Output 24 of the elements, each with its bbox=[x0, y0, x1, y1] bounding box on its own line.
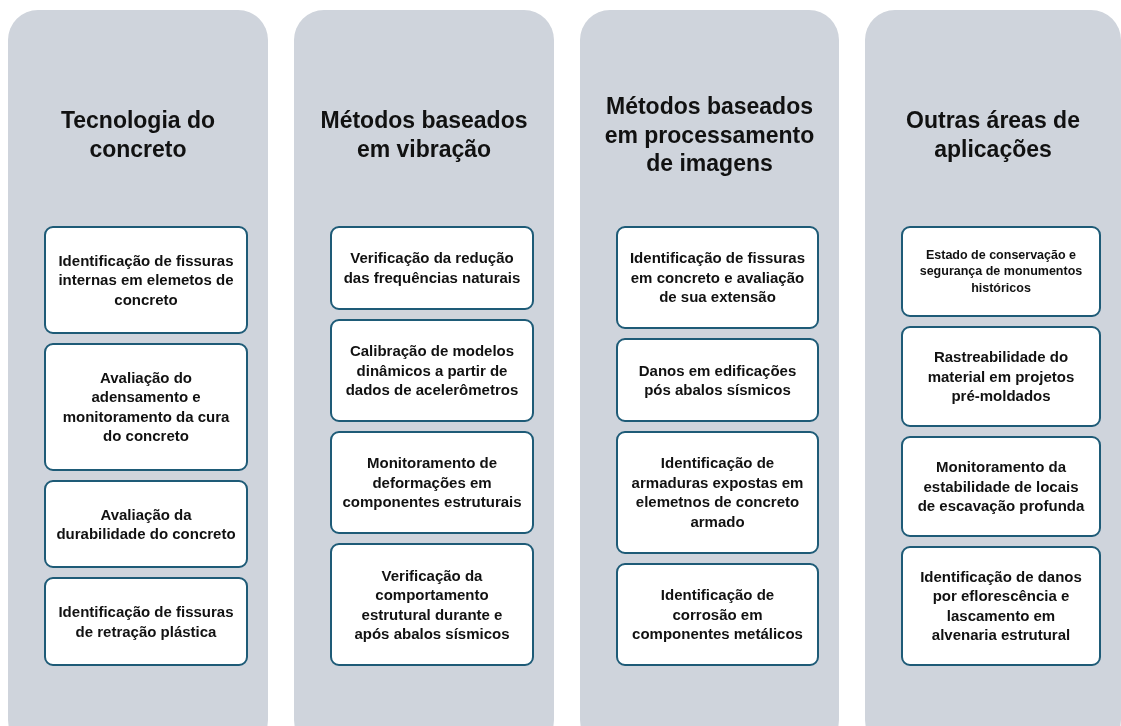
column-heading: Métodos baseados em processamento de imagens bbox=[603, 91, 816, 179]
item-box: Avaliação da durabilidade do concreto bbox=[44, 479, 248, 569]
item-box: Identificação de fissuras de retração plástica bbox=[44, 577, 248, 666]
item-box: Verificação da redução das frequências naturais bbox=[330, 226, 534, 310]
item-box: Verificação da comportamento estrutural durante e após abalos sísmicos bbox=[330, 543, 534, 666]
item-box: Identificação de corrosão em componentes metálicos bbox=[616, 562, 819, 666]
item-box: Identificação de danos por eflorescência e lascamento em alvenaria estrutural bbox=[901, 545, 1101, 666]
column-panel bbox=[8, 10, 268, 726]
item-box: Avaliação do adensamento e monitoramento da cura do concreto bbox=[44, 343, 248, 471]
column-heading: Tecnologia do concreto bbox=[59, 106, 217, 164]
item-box: Monitoramento da estabilidade de locais de escavação profunda bbox=[901, 435, 1101, 537]
item-box: Identificação de fissuras internas em elemetos de concreto bbox=[44, 226, 248, 335]
item-box: Monitoramento de deformações em componentes estruturais bbox=[330, 431, 534, 535]
item-box: Calibração de modelos dinâmicos a partir de dados de acelerômetros bbox=[330, 318, 534, 422]
item-box: Identificação de armaduras expostas em elemetnos de concreto armado bbox=[616, 431, 819, 554]
item-box: Rastreabilidade do material em projetos pré-moldados bbox=[901, 326, 1101, 427]
column-heading: Outras áreas de aplicações bbox=[905, 106, 1081, 164]
column-panel bbox=[294, 10, 554, 726]
item-box: Identificação de fissuras em concreto e avaliação de sua extensão bbox=[616, 226, 819, 330]
column-panel bbox=[580, 10, 839, 726]
column-panel bbox=[865, 10, 1121, 726]
column-heading: Métodos baseados em vibração bbox=[319, 106, 529, 164]
item-box: Estado de conservação e segurança de monumentos históricos bbox=[901, 226, 1101, 318]
item-box: Danos em edificações pós abalos sísmicos bbox=[616, 338, 819, 422]
